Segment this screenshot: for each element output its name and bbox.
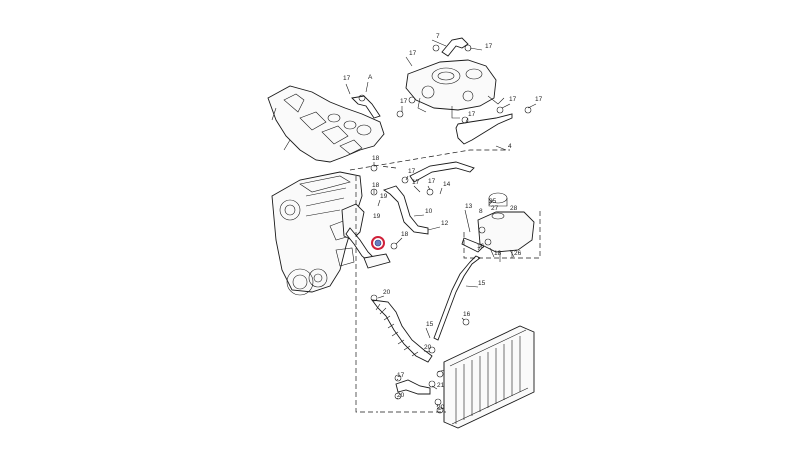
hose-4 <box>455 113 513 145</box>
reference-lines <box>349 149 541 413</box>
carburetor <box>405 59 505 119</box>
hose-14 <box>409 161 475 183</box>
callout-c18b: 18 <box>372 182 380 189</box>
callout-cA: A <box>368 74 373 81</box>
callout-c17d: 17 <box>400 98 408 105</box>
radiator <box>436 325 535 429</box>
callout-c17e: 17 <box>468 111 476 118</box>
callout-c17i: 17 <box>412 179 420 186</box>
hose-10 <box>382 185 429 235</box>
callout-c17f: 17 <box>509 96 517 103</box>
callout-c14: 14 <box>443 181 451 188</box>
leader-lines <box>345 39 537 408</box>
hose-21 <box>395 379 431 395</box>
coolant-pipe <box>363 253 391 269</box>
callout-c17b: 17 <box>409 50 417 57</box>
callout-c19b: 19 <box>373 213 381 220</box>
callout-c17j: 17 <box>428 178 436 185</box>
callout-c19: 19 <box>380 193 388 200</box>
callout-c18a: 18 <box>372 155 380 162</box>
callout-c18c: 18 <box>401 231 409 238</box>
hose-13 <box>461 237 485 253</box>
callout-c13: 13 <box>465 203 473 210</box>
callout-c16b: 16 <box>463 311 471 318</box>
callout-c17c: 17 <box>343 75 351 82</box>
callout-c20a: 20 <box>383 289 391 296</box>
expansion-tank <box>477 192 535 262</box>
callout-c27: 27 <box>491 205 499 212</box>
callout-c28: 28 <box>510 205 518 212</box>
callout-c25: 25 <box>489 198 497 205</box>
callout-c12: 12 <box>441 220 449 227</box>
callout-c20c: 20 <box>397 392 405 399</box>
callout-c20b: 20 <box>424 344 432 351</box>
hose-7 <box>441 37 469 57</box>
callout-c16a: 16 <box>477 243 485 250</box>
callout-c10: 10 <box>425 208 433 215</box>
callout-c4: 4 <box>508 143 512 150</box>
callout-c15b: 15 <box>426 321 434 328</box>
callout-c17h: 17 <box>408 168 416 175</box>
hose-clamps <box>358 44 532 406</box>
hose-15 <box>433 255 481 341</box>
callout-c7a: 7 <box>436 33 440 40</box>
engine-block <box>271 171 363 296</box>
callout-c15: 15 <box>478 280 486 287</box>
highlighted-part-marker[interactable] <box>371 236 385 250</box>
hose-a <box>351 95 381 119</box>
callout-c26: 26 <box>514 250 522 257</box>
callout-c21: 21 <box>437 382 445 389</box>
callout-c8: 8 <box>479 208 483 215</box>
intake-manifold <box>267 85 385 163</box>
callout-c17g: 17 <box>535 96 543 103</box>
callout-c18d: 18 <box>494 250 502 257</box>
callout-c17k: 17 <box>397 372 405 379</box>
callout-c17a: 17 <box>485 43 493 50</box>
callout-c20d: 20 <box>437 404 445 411</box>
hose-20-ribs <box>375 303 419 357</box>
hose-20 <box>371 299 433 363</box>
